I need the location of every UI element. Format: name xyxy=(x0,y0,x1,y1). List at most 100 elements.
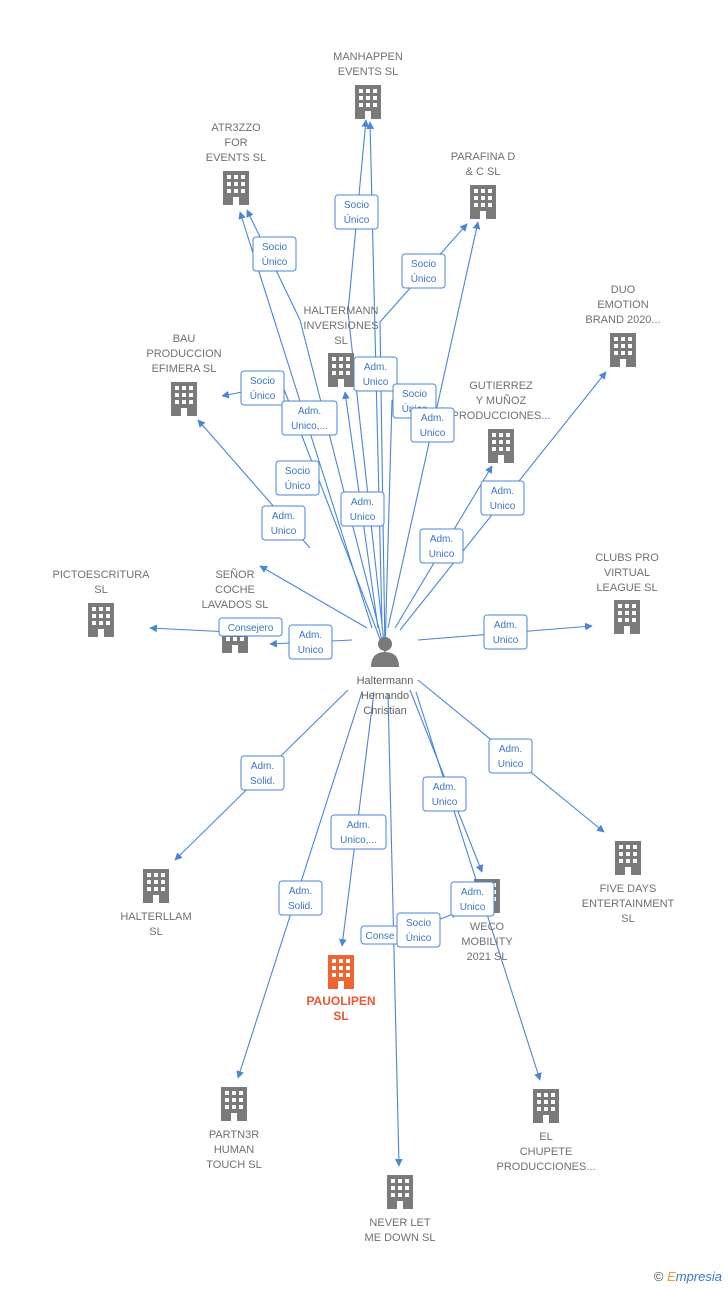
company-label-line: SL xyxy=(334,335,347,347)
edge-label-box xyxy=(261,505,306,541)
edge-label-gutierrez-adm[interactable]: Adm. Unico xyxy=(419,528,464,564)
company-label-line: PAUOLIPEN xyxy=(306,994,375,1008)
edge-label-line: Consejero xyxy=(228,623,274,634)
edge-label-line: Unico xyxy=(271,526,297,537)
edge-label-haltermann-inv[interactable]: Adm.Unico xyxy=(353,356,398,392)
edge-label-box xyxy=(422,776,467,812)
edge-label-fivedays[interactable]: Adm.Unico xyxy=(488,738,533,774)
edge-label-line: Adm. xyxy=(491,486,514,497)
edge-label-line: Adm. xyxy=(430,534,453,545)
edge-label-line: Socio xyxy=(402,389,427,400)
edge-label-partn3r[interactable]: Adm.Solid. xyxy=(278,880,323,916)
edge-pictoescritura xyxy=(149,624,231,633)
edge-label-line: Conse xyxy=(366,931,395,942)
company-label-line: EVENTS SL xyxy=(338,66,399,78)
edge-label-clubs[interactable]: Adm.Unico xyxy=(483,614,528,650)
company-label-line: HALTERMANN xyxy=(304,305,379,317)
building-icon xyxy=(328,955,354,989)
building-icon xyxy=(533,1089,559,1123)
edge-label-line: Unico xyxy=(429,549,455,560)
edge-label-line: Adm. xyxy=(272,511,295,522)
edge-label-box xyxy=(334,194,379,230)
building-icon xyxy=(614,600,640,634)
edge-trunk xyxy=(384,399,393,653)
edge-label-line: Solid. xyxy=(288,901,313,912)
edge-label-pauolipen-consejero[interactable]: Conse xyxy=(360,925,400,945)
company-label-line: EFIMERA SL xyxy=(152,363,217,375)
edge-label-line: Unico xyxy=(498,759,524,770)
brand-watermark: © Empresia xyxy=(654,1269,722,1284)
edge-label-box xyxy=(252,236,297,272)
edge-label-center-adm[interactable]: Adm.Unico xyxy=(340,491,385,527)
edge-label-bau-adm[interactable]: Adm.Unico,... xyxy=(281,400,338,436)
edge-label-line: Único xyxy=(406,931,432,944)
edge-label-text: Adm.Unico xyxy=(363,362,389,388)
edge-label-gutierrez-adm-hidden[interactable]: Adm.Unico xyxy=(410,407,455,443)
edge-label-text: Adm.Unico xyxy=(298,630,324,656)
edge-label-halterllam[interactable]: Adm.Solid. xyxy=(240,755,285,791)
edge-label-box xyxy=(240,370,285,406)
edge-label-line: Adm. xyxy=(433,782,456,793)
edge-label-line: Único xyxy=(285,479,311,492)
copyright-symbol: © xyxy=(653,1269,664,1284)
edge-label-box xyxy=(401,253,446,289)
edge-label-pauolipen-adm[interactable]: Adm.Unico,... xyxy=(330,814,387,850)
edge-label-box xyxy=(450,881,495,917)
building-icon xyxy=(470,185,496,219)
building-icon xyxy=(171,382,197,416)
edge-label-line: Unico xyxy=(298,645,324,656)
company-label-line: FIVE DAYS xyxy=(600,883,657,895)
edge-label-box xyxy=(218,617,283,637)
edge-senor xyxy=(259,565,368,629)
building-icon xyxy=(610,333,636,367)
edge-label-senor-adm2[interactable]: Adm.Unico xyxy=(288,624,333,660)
company-label-line: MOBILITY xyxy=(461,936,513,948)
company-node-parafina[interactable]: PARAFINA D& C SL xyxy=(451,151,516,219)
edge-label-duo[interactable]: Adm.Unico xyxy=(480,480,525,516)
edge-label-line: Socio xyxy=(406,918,431,929)
company-label-line: HUMAN xyxy=(214,1144,254,1156)
edge-label-pictoescritura[interactable]: Consejero xyxy=(218,617,283,637)
edge-label-senor-adm[interactable]: Adm. Unico xyxy=(261,505,306,541)
edge-label-weco-adm2[interactable]: Adm.Unico xyxy=(450,881,495,917)
edge-label-text: Adm.Solid. xyxy=(250,761,275,787)
brand-initial: E xyxy=(667,1269,676,1284)
edge-label-text: Adm. Unico xyxy=(429,534,455,560)
company-label-line: NEVER LET xyxy=(369,1217,430,1229)
building-icon xyxy=(221,1087,247,1121)
edge-label-weco[interactable]: Adm.Unico xyxy=(422,776,467,812)
